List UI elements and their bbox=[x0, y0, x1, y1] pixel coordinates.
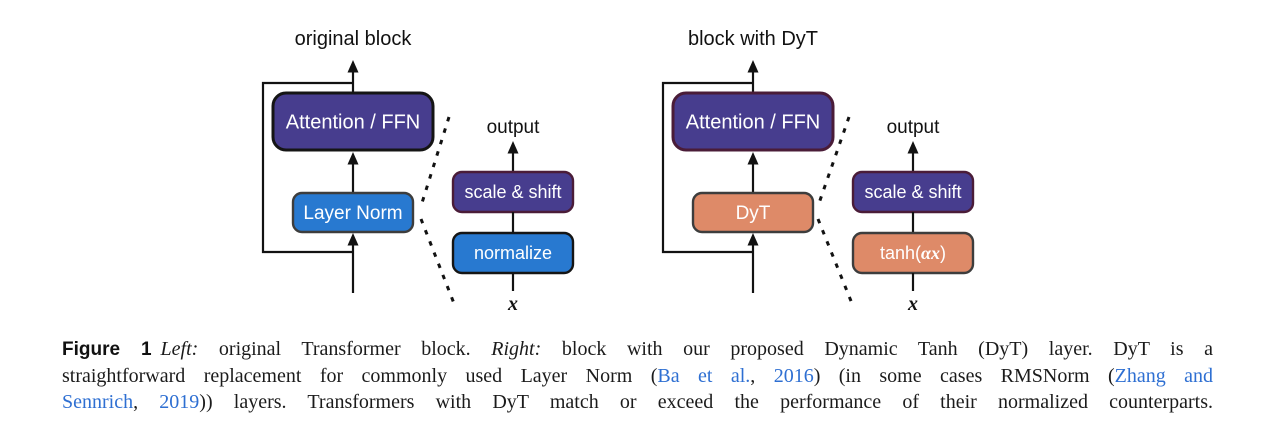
detail-output-arrow bbox=[507, 141, 519, 172]
dyt-box bbox=[691, 191, 815, 234]
input-x-label: x bbox=[907, 293, 918, 315]
dyt-label: DyT bbox=[736, 203, 771, 224]
caption-text: ) (in some cases RMSNorm ( bbox=[813, 365, 1115, 387]
left-italic-label: Left: bbox=[160, 338, 199, 360]
layer-norm-zoom-detail: output scale & shift normalize x bbox=[451, 117, 575, 315]
tanh-label: tanh(αx) bbox=[880, 243, 946, 263]
attention-ffn-label: Attention / FFN bbox=[286, 112, 421, 134]
caption-text: straightforward replacement for commonly… bbox=[62, 365, 658, 387]
output-arrow bbox=[747, 60, 759, 93]
citation-link-sennrich[interactable]: Sennrich bbox=[62, 391, 134, 413]
dyt-block-diagram: block with DyT Attention / FFN DyT bbox=[661, 28, 975, 315]
citation-link-2016[interactable]: 2016 bbox=[773, 365, 814, 387]
attention-ffn-label: Attention / FFN bbox=[686, 112, 821, 134]
right-italic-label: Right: bbox=[491, 338, 542, 360]
right-diagram-title: block with DyT bbox=[688, 28, 818, 50]
norm-to-attention-arrow bbox=[347, 152, 359, 193]
figure-caption: Figure 1 Left: original Transformer block… bbox=[62, 336, 1213, 415]
citation-link-2019[interactable]: 2019 bbox=[159, 391, 200, 413]
zoom-dashed-line-lower bbox=[816, 218, 855, 307]
input-arrow bbox=[747, 233, 759, 293]
zoom-dashed-line-upper bbox=[816, 116, 851, 207]
residual-connection-line bbox=[661, 81, 753, 254]
caption-text: )) layers. Transformers with DyT match o… bbox=[199, 391, 1214, 413]
layer-norm-box bbox=[291, 191, 415, 234]
figure-label: Figure 1 bbox=[62, 339, 152, 360]
input-arrow bbox=[347, 233, 359, 293]
left-diagram-title: original block bbox=[295, 28, 413, 50]
zoom-dashed-line-lower bbox=[419, 218, 457, 307]
output-label: output bbox=[887, 117, 941, 138]
attention-ffn-box bbox=[671, 91, 835, 152]
scale-shift-label: scale & shift bbox=[464, 182, 561, 202]
layer-norm-label: Layer Norm bbox=[303, 203, 402, 224]
transformer-block-diagram: original block Attention / FFN Layer Nor… bbox=[261, 28, 975, 315]
caption-text: block with our proposed Dynamic Tanh (Dy… bbox=[541, 338, 1213, 360]
norm-to-attention-arrow bbox=[747, 152, 759, 193]
caption-text: , bbox=[133, 391, 160, 413]
attention-ffn-box bbox=[271, 91, 435, 152]
output-arrow bbox=[347, 60, 359, 93]
original-block-diagram: original block Attention / FFN Layer Nor… bbox=[261, 28, 575, 315]
caption-line-3: Sennrich, 2019)) layers. Transformers wi… bbox=[62, 389, 1213, 415]
scale-shift-label: scale & shift bbox=[864, 182, 961, 202]
dyt-zoom-detail: output scale & shift tanh(αx) x bbox=[851, 117, 975, 315]
citation-link-zhang-and[interactable]: Zhang and bbox=[1114, 365, 1214, 387]
caption-text: original Transformer block. bbox=[198, 338, 492, 360]
normalize-label: normalize bbox=[474, 243, 552, 263]
caption-text: , bbox=[750, 365, 774, 387]
detail-output-arrow bbox=[907, 141, 919, 172]
input-x-label: x bbox=[507, 293, 518, 315]
zoom-dashed-line-upper bbox=[419, 116, 451, 207]
caption-line-1: Figure 1 Left: original Transformer block… bbox=[62, 336, 1213, 363]
output-label: output bbox=[487, 117, 541, 138]
citation-link-ba-et-al[interactable]: Ba et al. bbox=[657, 365, 751, 387]
caption-line-2: straightforward replacement for commonly… bbox=[62, 363, 1213, 389]
residual-connection-line bbox=[261, 81, 353, 254]
